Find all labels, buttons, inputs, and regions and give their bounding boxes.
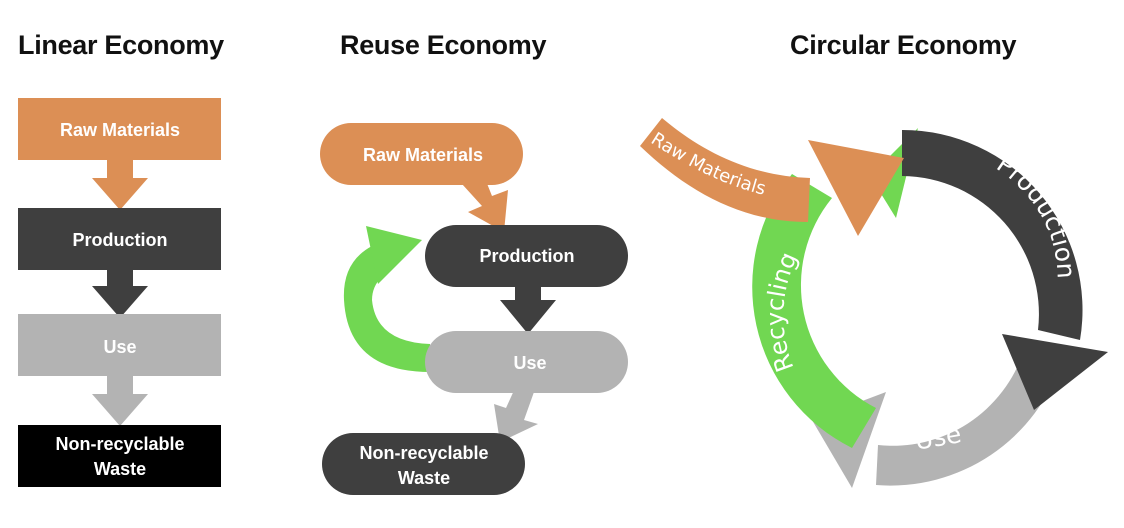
linear-production-box [18,208,221,270]
linear-waste-box [18,425,221,487]
linear-economy-title: Linear Economy [18,30,224,60]
linear-economy-diagram: Raw Materials Production Use Non-recycla… [18,98,221,487]
reuse-loop-arrow-body [343,246,430,372]
reuse-use-pill [425,331,628,393]
circular-economy-diagram: Raw Materials Production Recycling Use [640,118,1108,488]
reuse-economy-diagram: Raw Materials Production Use Non-recycla… [320,123,628,495]
linear-use-label: Use [103,337,136,357]
linear-raw-materials-label: Raw Materials [60,120,180,140]
reuse-waste-label-line2: Waste [398,468,450,488]
circular-raw-materials-arrowhead [808,140,904,236]
linear-raw-materials-box [18,98,221,160]
reuse-arrow-production-use [500,282,556,334]
reuse-waste-label-line1: Non-recyclable [359,443,488,463]
linear-production-label: Production [73,230,168,250]
reuse-use-label: Use [513,353,546,373]
reuse-waste-pill [322,433,525,495]
linear-arrow-use-waste [92,374,148,426]
linear-waste-label-line2: Waste [94,459,146,479]
reuse-economy-title: Reuse Economy [340,30,547,60]
linear-waste-label-line1: Non-recyclable [55,434,184,454]
reuse-raw-materials-pill [320,123,523,185]
circular-economy-title: Circular Economy [790,30,1017,60]
circular-recycling-segment [752,174,876,448]
linear-arrow-raw-production [92,160,148,210]
linear-use-box [18,314,221,376]
reuse-raw-materials-label: Raw Materials [363,145,483,165]
reuse-loop-arrowhead [366,226,422,284]
circular-production-arrowhead [1002,334,1108,410]
reuse-production-label: Production [480,246,575,266]
circular-use-segment [876,350,1062,486]
reuse-production-pill [425,225,628,287]
reuse-arrow-use-waste [494,386,538,442]
linear-arrow-production-use [92,268,148,318]
circular-production-segment [902,129,1083,340]
reuse-arrow-raw-production [462,176,508,232]
circular-raw-materials-arrow-body [640,118,810,222]
